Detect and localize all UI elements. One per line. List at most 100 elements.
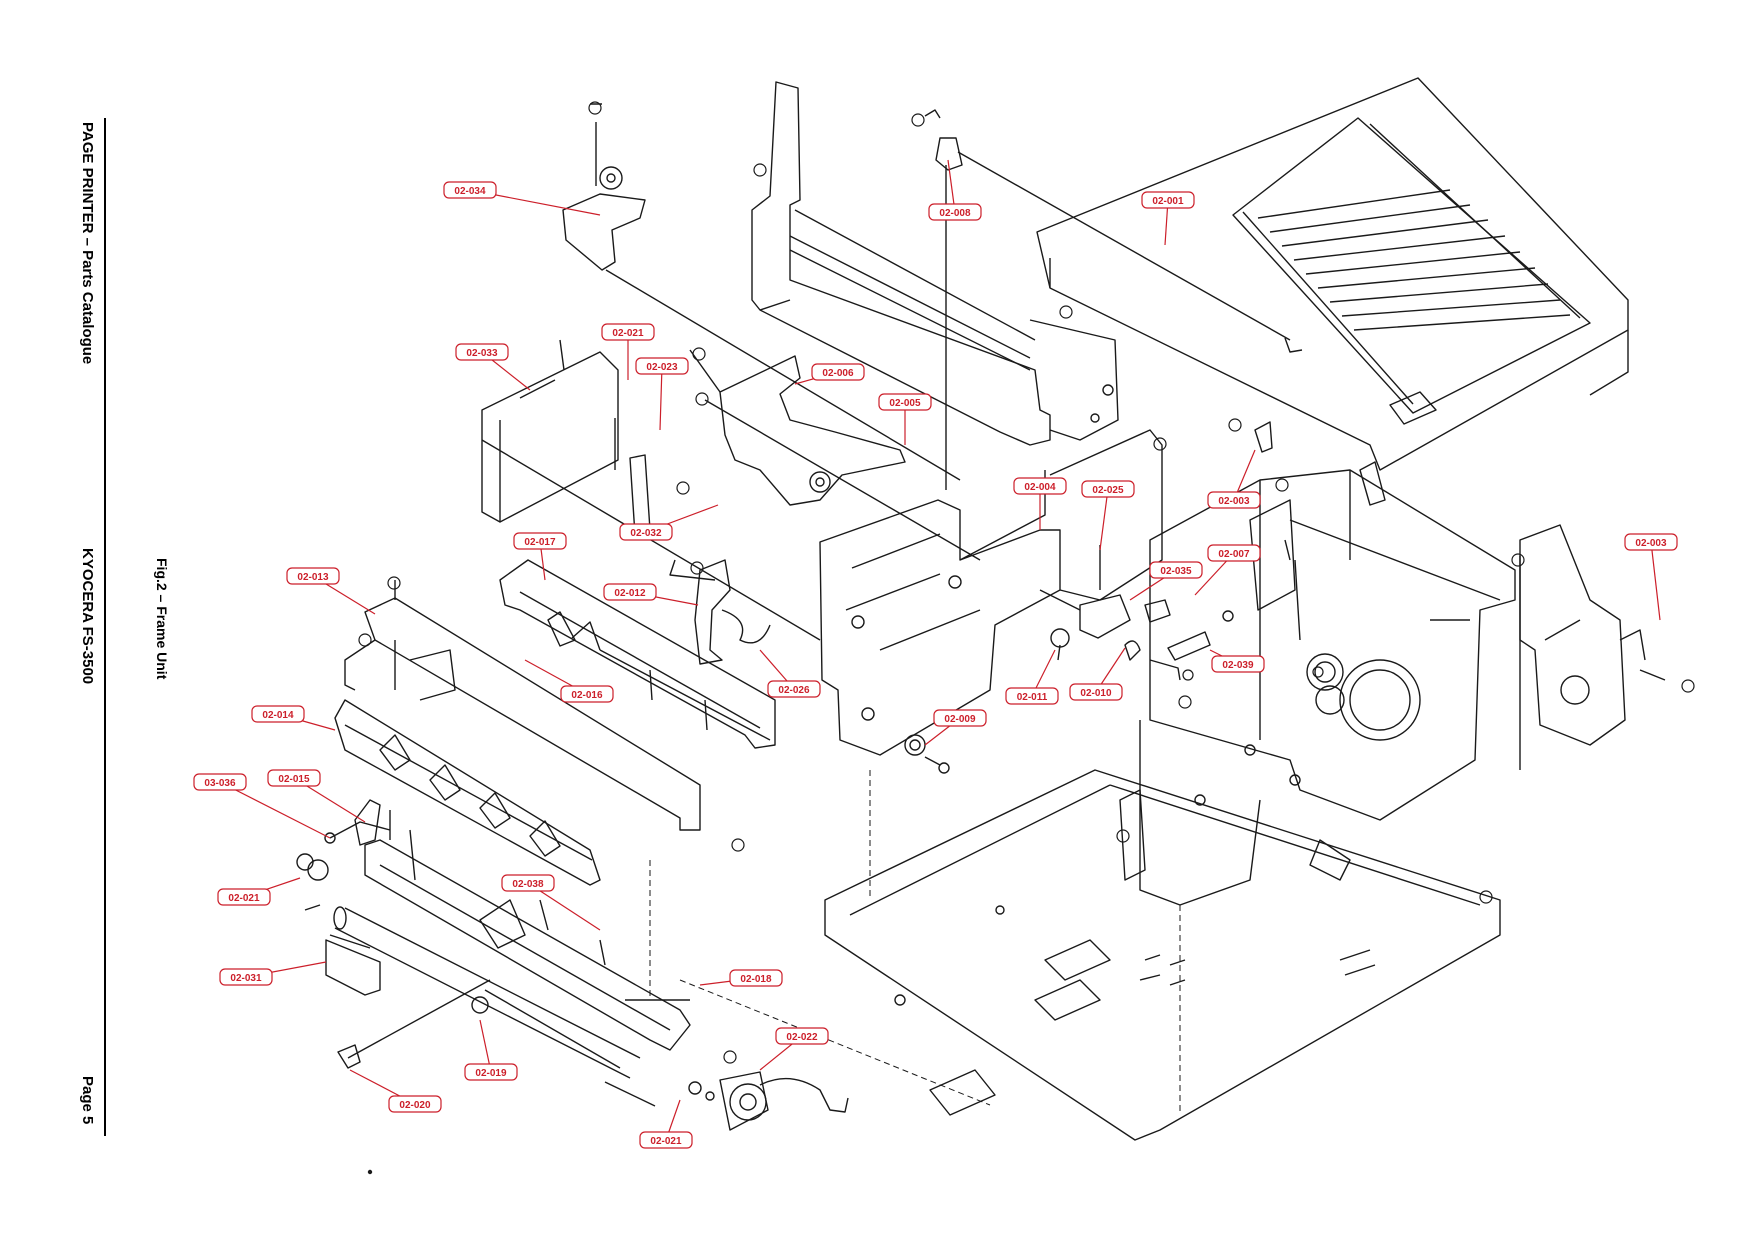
callout-box (1005, 687, 1059, 705)
callout-label: 02-013 (297, 572, 329, 583)
callout-02-006: 02-006 (794, 363, 865, 385)
callout-02-038: 02-038 (501, 874, 601, 931)
callout-02-009: 02-009 (924, 709, 987, 746)
callout-label: 02-004 (1024, 482, 1056, 493)
callout-box (635, 357, 689, 375)
callout-02-039: 02-039 (1209, 649, 1265, 673)
callout-02-011: 02-011 (1005, 649, 1059, 705)
paper-guide (334, 699, 601, 886)
callout-02-033: 02-033 (455, 343, 531, 391)
callout-box (219, 968, 273, 986)
callout-02-014: 02-014 (251, 705, 336, 731)
callout-leader-line (1650, 541, 1661, 621)
callout-label: 02-033 (466, 348, 498, 359)
callout-label: 02-005 (889, 398, 921, 409)
callout-box (1211, 655, 1265, 673)
callout-leader-line (219, 781, 331, 839)
callout-03-036: 03-036 (193, 773, 331, 839)
callout-label: 02-020 (399, 1100, 431, 1111)
right-side-bracket (1519, 524, 1666, 770)
callout-label: 02-019 (475, 1068, 507, 1079)
callout-box (1207, 491, 1261, 509)
callout-box (455, 343, 509, 361)
top-cover (1036, 77, 1629, 471)
front-bracket (344, 580, 701, 831)
callout-02-022: 02-022 (759, 1027, 829, 1071)
callout-02-001: 02-001 (1141, 191, 1195, 246)
callout-leader-line (479, 1019, 492, 1073)
feed-roller (333, 906, 656, 1107)
callout-label: 02-012 (614, 588, 646, 599)
callout-label: 02-039 (1222, 660, 1254, 671)
callout-02-019: 02-019 (464, 1019, 518, 1081)
callout-box (443, 181, 497, 199)
callout-02-021: 02-021 (217, 877, 301, 906)
shaft-assembly (924, 109, 1303, 490)
callout-02-025: 02-025 (1081, 480, 1135, 551)
callout-02-020: 02-020 (349, 1069, 442, 1113)
callout-02-018: 02-018 (699, 969, 783, 987)
callout-label: 02-021 (228, 893, 260, 904)
callout-box (1149, 561, 1203, 579)
guide-lines (649, 770, 1181, 1115)
callout-02-017: 02-017 (513, 532, 567, 581)
callout-02-026: 02-026 (759, 649, 821, 698)
callout-label: 02-021 (612, 328, 644, 339)
callout-02-003: 02-003 (1207, 449, 1261, 509)
callout-label: 02-022 (786, 1032, 818, 1043)
callout-box (639, 1131, 693, 1149)
callout-label: 02-038 (512, 879, 544, 890)
callout-02-031: 02-031 (219, 961, 327, 986)
cable-harness (669, 559, 771, 665)
callout-label: 02-007 (1218, 549, 1250, 560)
callout-label: 02-003 (1635, 538, 1667, 549)
callout-02-004: 02-004 (1013, 477, 1067, 530)
callout-label: 02-021 (650, 1136, 682, 1147)
callout-box (878, 393, 932, 411)
callout-02-021: 02-021 (601, 323, 655, 380)
callout-label: 02-008 (939, 208, 971, 219)
small-bracket (337, 979, 491, 1069)
callout-box (501, 874, 555, 892)
callout-02-008: 02-008 (928, 159, 982, 221)
side-plate (325, 934, 381, 996)
callout-box (251, 705, 305, 723)
callout-02-003: 02-003 (1624, 533, 1678, 621)
callout-label: 02-018 (740, 974, 772, 985)
callout-box (1013, 477, 1067, 495)
callouts: 02-03402-00802-00102-03302-02102-02302-0… (193, 159, 1678, 1149)
callout-02-007: 02-007 (1194, 544, 1261, 596)
callout-label: 03-036 (204, 778, 236, 789)
callout-box (603, 583, 657, 601)
left-fasteners (296, 799, 416, 911)
small-parts (1039, 545, 1234, 681)
right-chassis (1119, 469, 1516, 906)
callout-box (1624, 533, 1678, 551)
screws (358, 101, 1695, 1064)
callout-label: 02-034 (454, 186, 486, 197)
callout-label: 02-001 (1152, 196, 1184, 207)
header-rule (104, 118, 106, 1136)
callout-label: 02-011 (1017, 692, 1048, 703)
callout-leader-line (947, 159, 956, 213)
callout-leader-line (1099, 488, 1109, 551)
callout-box (601, 323, 655, 341)
callout-02-015: 02-015 (267, 769, 366, 823)
callout-02-034: 02-034 (443, 181, 601, 216)
callout-02-016: 02-016 (524, 659, 614, 703)
callout-02-032: 02-032 (619, 504, 719, 541)
callout-box (811, 363, 865, 381)
callout-box (1141, 191, 1195, 209)
callout-box (217, 888, 271, 906)
callout-box (560, 685, 614, 703)
callout-box (1207, 544, 1261, 562)
callout-box (1081, 480, 1135, 498)
callout-label: 02-032 (630, 528, 662, 539)
base-frame (824, 769, 1501, 1141)
callout-label: 02-016 (571, 690, 603, 701)
callout-02-021: 02-021 (639, 1099, 693, 1149)
lower-frame (364, 839, 691, 1051)
callout-box (464, 1063, 518, 1081)
callout-label: 02-010 (1080, 688, 1112, 699)
